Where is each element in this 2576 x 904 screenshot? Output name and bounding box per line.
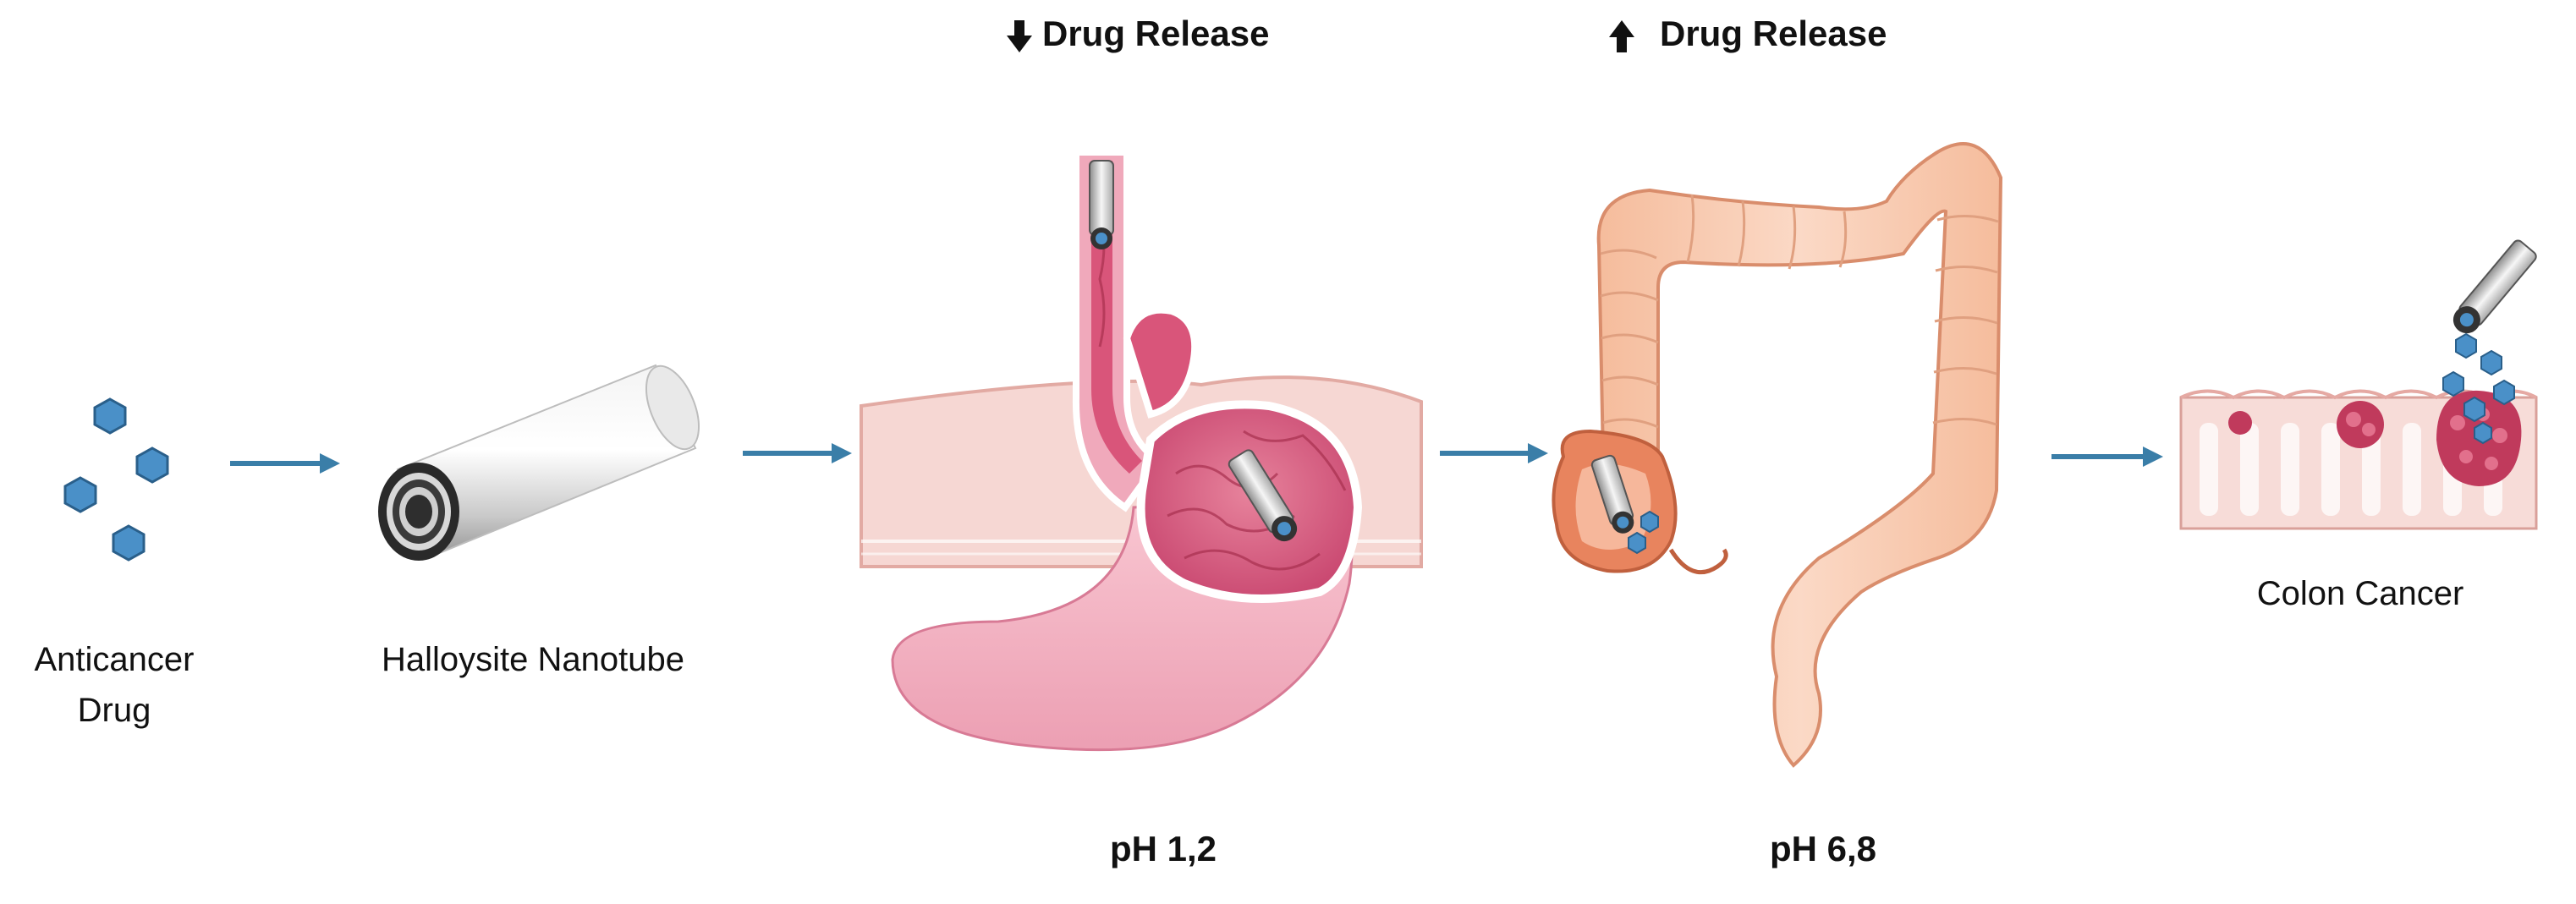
drug-crystals	[63, 397, 169, 562]
anticancer-drug-label: Anticancer Drug	[0, 634, 228, 736]
colon-cancer-tissue-illustration	[2179, 239, 2538, 530]
stomach-drug-release-label: Drug Release	[1042, 14, 1270, 53]
colon-drug-release-label: Drug Release	[1660, 14, 1887, 53]
stomach-illustration	[860, 149, 1423, 752]
halloysite-nanotube-label: Halloysite Nanotube	[382, 641, 684, 678]
colon-ph-label: pH 6,8	[1769, 829, 1877, 868]
flow-arrow-2	[743, 443, 852, 463]
colon-cancer-label: Colon Cancer	[2256, 575, 2464, 612]
anticancer-drug-line-2: Drug	[77, 692, 151, 729]
flow-arrow-4	[2051, 447, 2163, 467]
down-arrow-icon	[1007, 20, 1032, 52]
flow-arrow-1	[230, 453, 340, 474]
colon-illustration	[1552, 142, 2003, 768]
flow-arrow-3	[1440, 443, 1548, 463]
stomach-ph-label: pH 1,2	[1109, 829, 1217, 868]
up-arrow-icon	[1609, 20, 1634, 52]
anticancer-drug-line-1: Anticancer	[34, 641, 195, 678]
halloysite-nanotube-illustration	[378, 364, 700, 561]
